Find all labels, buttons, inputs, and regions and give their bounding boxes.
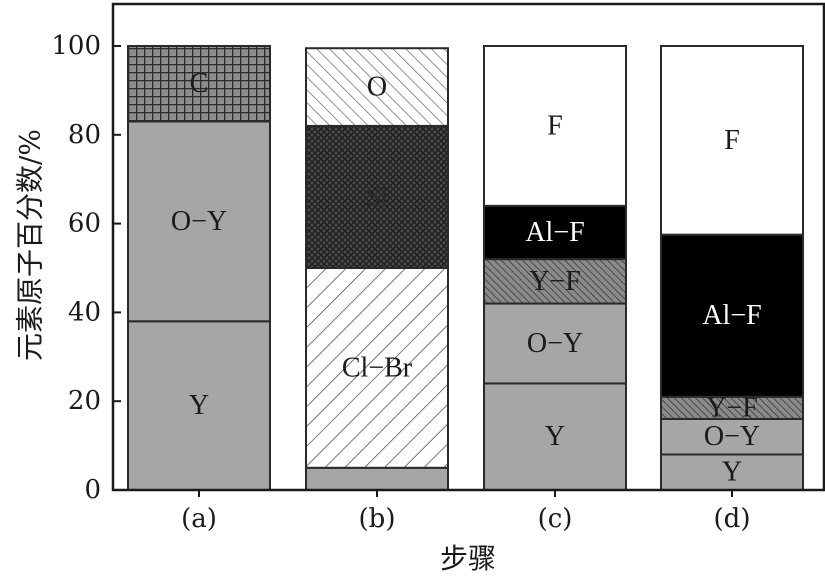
segment-label: Cl−Br bbox=[342, 352, 413, 383]
bar-segment bbox=[660, 233, 804, 398]
segment-label: Si bbox=[365, 181, 389, 212]
y-axis-title: 元素原子百分数/% bbox=[14, 129, 47, 361]
segment-label: Al−F bbox=[702, 300, 761, 331]
bar-segment bbox=[483, 258, 627, 305]
bar-segment bbox=[305, 124, 449, 269]
bar-segment bbox=[660, 453, 804, 492]
x-tick-label: (a) bbox=[181, 504, 217, 534]
y-tick-label: 80 bbox=[68, 120, 101, 150]
y-tick-label: 100 bbox=[51, 31, 101, 61]
bar-segment bbox=[305, 47, 449, 127]
segment-label: F bbox=[547, 110, 563, 141]
bar-segment bbox=[660, 417, 804, 456]
segment-label: Y bbox=[545, 421, 565, 452]
bar-segment bbox=[660, 45, 804, 236]
segment-label: Y bbox=[722, 457, 742, 488]
bar-segment bbox=[483, 45, 627, 207]
bar-segment bbox=[305, 466, 449, 491]
x-tick-label: (d) bbox=[714, 504, 751, 534]
x-tick-label: (b) bbox=[359, 504, 396, 534]
segment-label: F bbox=[724, 125, 740, 156]
y-tick-label: 20 bbox=[68, 386, 101, 416]
y-tick-label: 40 bbox=[68, 297, 101, 327]
segment-label: C bbox=[190, 68, 209, 99]
bar-segment bbox=[127, 45, 271, 123]
segment-label: O−Y bbox=[527, 328, 583, 359]
x-tick-label: (c) bbox=[538, 504, 573, 534]
segment-label: Y bbox=[189, 390, 209, 421]
segment-label: Al−F bbox=[525, 217, 584, 248]
segment-label: Y−F bbox=[529, 266, 581, 297]
bar-segment bbox=[305, 267, 449, 469]
segment-label: O−Y bbox=[704, 421, 760, 452]
y-tick-label: 60 bbox=[68, 209, 101, 239]
plot-frame bbox=[111, 2, 825, 492]
bar-segment bbox=[483, 204, 627, 261]
y-tick-label: 0 bbox=[84, 475, 101, 505]
bar-segment bbox=[483, 302, 627, 385]
segment-label: O−Y bbox=[171, 206, 227, 237]
segment-label: O bbox=[367, 72, 387, 103]
axes-layer: (a) (b) (c) (d) 0 20 40 60 80 100 bbox=[51, 2, 825, 534]
bar-segment bbox=[127, 320, 271, 491]
x-axis-title: 步骤 bbox=[440, 542, 496, 575]
bar-segment bbox=[127, 120, 271, 323]
